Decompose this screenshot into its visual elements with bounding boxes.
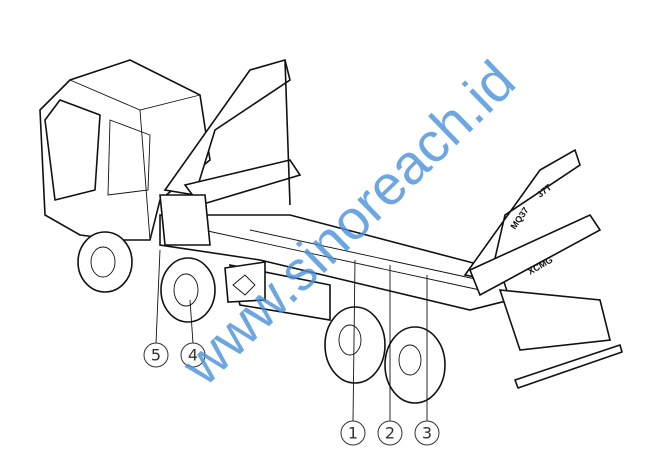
- leader-lines: [155, 249, 428, 422]
- callout-5: 5: [143, 342, 169, 368]
- rear-wheel-2: [384, 326, 446, 404]
- front-wheel-2: [160, 257, 216, 323]
- svg-text:2: 2: [385, 424, 395, 443]
- wheels: [77, 231, 446, 404]
- svg-text:4: 4: [188, 346, 198, 365]
- front-lifting-boom: [159, 59, 302, 246]
- svg-text:5: 5: [151, 346, 161, 365]
- rear-wheel-1: [324, 306, 386, 384]
- front-wheel-1: [77, 231, 133, 293]
- callout-3: 3: [414, 420, 440, 446]
- svg-text:1: 1: [348, 424, 358, 443]
- svg-text:3: 3: [422, 424, 432, 443]
- callout-2: 2: [377, 420, 403, 446]
- callout-4: 4: [180, 342, 206, 368]
- fuel-tank: [224, 261, 266, 303]
- callout-1: 1: [340, 420, 366, 446]
- rear-lifting-boom: MQ37 37T XCMG: [463, 148, 602, 297]
